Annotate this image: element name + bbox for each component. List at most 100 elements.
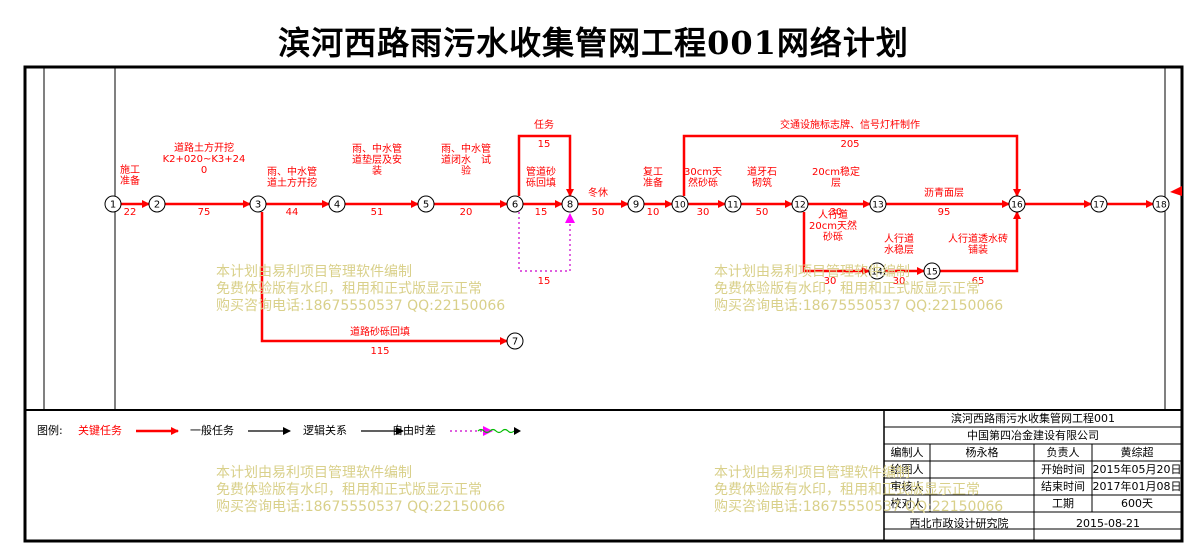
node-label: 16 bbox=[1011, 201, 1023, 211]
task-name: 砂砾 bbox=[823, 230, 843, 243]
task-name: 准备 bbox=[643, 176, 663, 189]
node-15[interactable]: 15 bbox=[923, 262, 941, 280]
task-duration: 44 bbox=[286, 207, 299, 218]
task-duration: 115 bbox=[370, 346, 389, 357]
tb-compiler-label: 编制人 bbox=[890, 446, 924, 459]
node-16[interactable]: 16 bbox=[1008, 195, 1026, 213]
page-title: 滨河西路雨污水收集管网工程001网络计划 bbox=[278, 24, 909, 62]
node-label: 7 bbox=[512, 337, 518, 348]
task-duration: 10 bbox=[647, 207, 660, 218]
task-duration: 95 bbox=[938, 207, 951, 218]
task-duration: 20 bbox=[460, 207, 473, 218]
tb-start: 2015年05月20日 bbox=[1092, 463, 1182, 476]
node-label: 9 bbox=[633, 200, 639, 211]
task-name: 管道砂 bbox=[526, 165, 556, 178]
node-7[interactable]: 7 bbox=[506, 332, 524, 350]
node-2[interactable]: 2 bbox=[148, 195, 166, 213]
node-4[interactable]: 4 bbox=[328, 195, 346, 213]
node-11[interactable]: 11 bbox=[724, 195, 742, 213]
legend-item-free_float: 自由时差 bbox=[392, 424, 436, 437]
node-label: 4 bbox=[334, 200, 340, 211]
task-name: 铺装 bbox=[968, 243, 988, 256]
task-arrow-13-16[interactable]: 沥青面层 95 bbox=[886, 186, 1010, 218]
task-name: 砾回填 bbox=[526, 176, 556, 189]
task-name: 道闭水 试 bbox=[441, 153, 491, 166]
task-name: 冬休 bbox=[588, 186, 608, 199]
task-name: 然砂砾 bbox=[688, 176, 718, 189]
node-1[interactable]: 1 bbox=[104, 195, 122, 213]
task-name: 雨、中水管 bbox=[441, 142, 491, 155]
node-18[interactable]: 18 bbox=[1152, 195, 1170, 213]
task-name: 层 bbox=[831, 177, 841, 189]
tb-institute: 西北市政设计研究院 bbox=[909, 517, 1009, 530]
tb-start-label: 开始时间 bbox=[1041, 463, 1085, 476]
node-3[interactable]: 3 bbox=[249, 195, 267, 213]
task-name: 0 bbox=[201, 165, 207, 176]
outer-frame bbox=[23, 65, 1184, 543]
node-5[interactable]: 5 bbox=[417, 195, 435, 213]
tb-project: 滨河西路雨污水收集管网工程001 bbox=[951, 412, 1115, 425]
node-8[interactable]: 8 bbox=[561, 195, 579, 213]
tb-drawer-label: 绘图人 bbox=[890, 463, 924, 476]
tb-period-label: 工期 bbox=[1052, 497, 1074, 510]
tb-period: 600天 bbox=[1121, 497, 1153, 510]
legend-title: 图例: bbox=[37, 424, 63, 437]
node-label: 11 bbox=[727, 201, 738, 211]
task-duration: 15 bbox=[538, 276, 551, 287]
node-6[interactable]: 6 bbox=[506, 195, 524, 213]
task-name: 雨、中水管 bbox=[267, 165, 317, 178]
tb-date: 2015-08-21 bbox=[1076, 517, 1140, 530]
task-name: 人行道 bbox=[884, 232, 914, 245]
task-duration: 30 bbox=[893, 276, 906, 287]
task-name: K2+020~K3+24 bbox=[163, 154, 246, 165]
node-13[interactable]: 13 bbox=[869, 195, 887, 213]
node-label: 12 bbox=[794, 201, 805, 211]
task-name: 道牙石 bbox=[747, 165, 777, 178]
legend-wave-mark bbox=[477, 428, 515, 434]
node-10[interactable]: 10 bbox=[671, 195, 689, 213]
task-name: 任务 bbox=[534, 118, 554, 131]
node-9[interactable]: 9 bbox=[627, 195, 645, 213]
node-label: 1 bbox=[110, 200, 116, 211]
legend-wave-arrowhead bbox=[514, 427, 521, 435]
legend-item-critical: 关键任务 bbox=[78, 424, 122, 437]
task-duration: 50 bbox=[756, 207, 769, 218]
node-label: 13 bbox=[872, 201, 883, 211]
task-duration: 15 bbox=[535, 207, 548, 218]
legend-item-normal: 一般任务 bbox=[190, 424, 234, 437]
node-12[interactable]: 12 bbox=[791, 195, 809, 213]
node-label: 10 bbox=[674, 201, 686, 211]
task-duration: 65 bbox=[972, 276, 985, 287]
task-name: 道路土方开挖 bbox=[174, 141, 234, 154]
node-label: 15 bbox=[926, 268, 937, 278]
node-label: 5 bbox=[423, 200, 429, 211]
node-14[interactable]: 14 bbox=[868, 262, 886, 280]
task-arrow-6-8[interactable]: 15 bbox=[518, 212, 575, 287]
task-name: 雨、中水管 bbox=[352, 142, 402, 155]
task-name: 砌筑 bbox=[752, 176, 772, 189]
tb-checker-label: 审核人 bbox=[890, 480, 924, 493]
task-duration: 30 bbox=[830, 207, 843, 218]
legend-item-logic: 逻辑关系 bbox=[303, 424, 347, 437]
task-name: 沥青面层 bbox=[924, 186, 964, 199]
node-17[interactable]: 17 bbox=[1090, 195, 1108, 213]
node-label: 3 bbox=[255, 200, 261, 211]
